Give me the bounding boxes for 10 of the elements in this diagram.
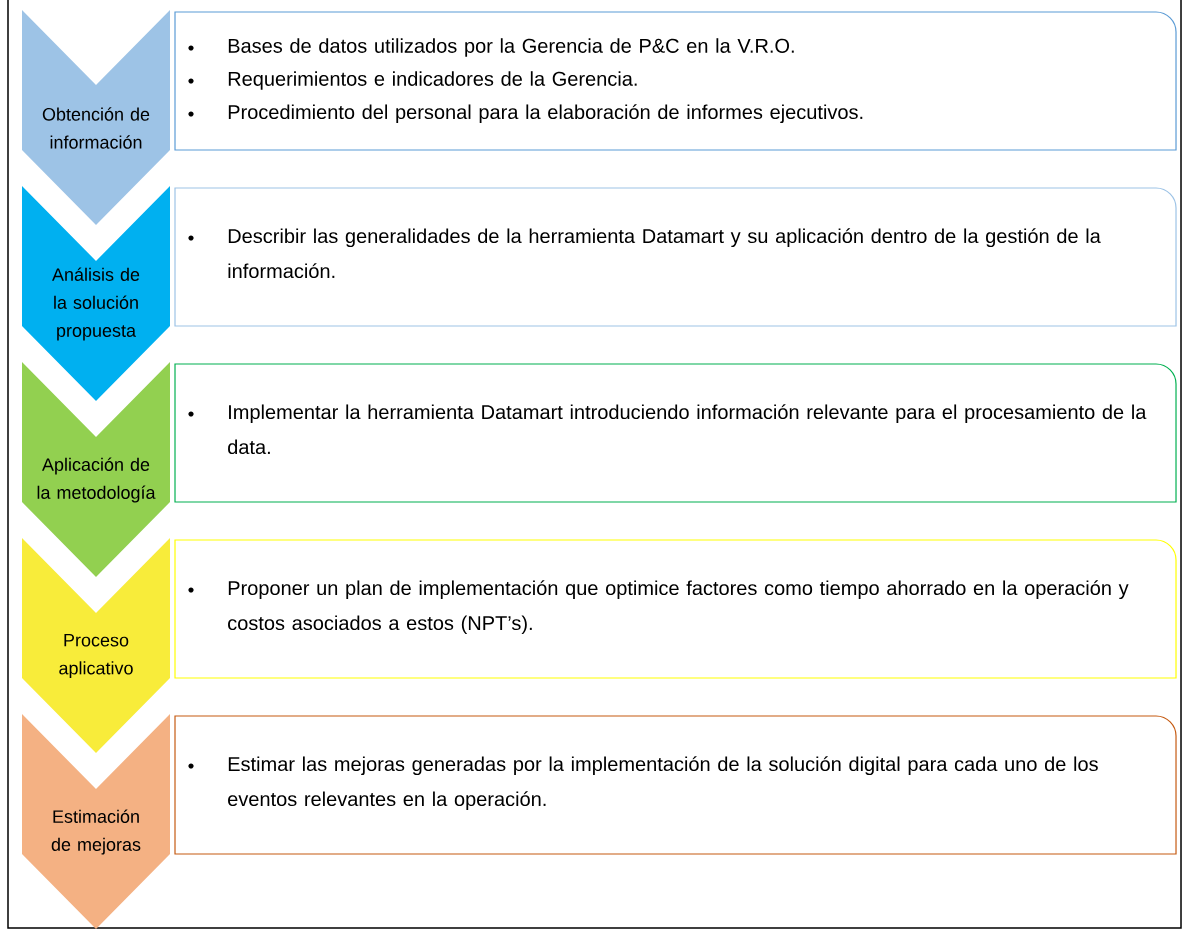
text-box: Bases de datos utilizados por la Gerencia de P&C en la V.R.O. Requerimientos e indicadores de la Gerencia. Procedimiento del personal para la elaboración de informes ejecutivos. [174, 11, 1177, 151]
text-box: Estimar las mejoras generadas por la implementación de la solución digital para cada uno de los eventos relevantes en la operación. [174, 715, 1177, 855]
text-box: Proponer un plan de implementación que optimice factores como tiempo ahorrado en la operación y costos asociados a estos (NPT’s). [174, 539, 1177, 679]
step-label: Proceso aplicativo [22, 538, 170, 753]
step-label: Aplicación de la metodología [22, 362, 170, 577]
step-label: Análisis de la solución propuesta [22, 186, 170, 401]
step-label: Estimación de mejoras [22, 714, 170, 929]
step-label: Obtención de información [22, 10, 170, 225]
text-box: Implementar la herramienta Datamart introduciendo información relevante para el procesamiento de la data. [174, 363, 1177, 503]
text-box: Describir las generalidades de la herramienta Datamart y su aplicación dentro de la gestión de la información. [174, 187, 1177, 327]
